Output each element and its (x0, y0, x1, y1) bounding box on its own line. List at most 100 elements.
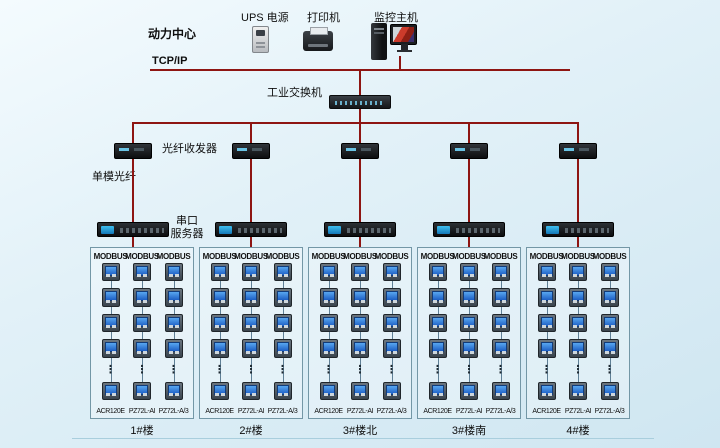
meter-icon (319, 339, 338, 358)
modbus-label: MODBUS (265, 252, 300, 261)
server-panel-line (250, 237, 252, 247)
building-label: 3#楼南 (451, 425, 487, 437)
modbus-column: MODBUS ⋮ PZ72L-A/3 (265, 251, 300, 416)
fiber-link-line (250, 159, 252, 222)
switch-downlink-line (359, 109, 361, 123)
meter-icon (164, 263, 183, 282)
modbus-label: MODBUS (343, 252, 377, 261)
meter-icon (537, 263, 556, 282)
meter-icon (273, 313, 292, 333)
server-panel-line (132, 237, 134, 247)
bus-drop-line (359, 122, 361, 143)
fiber-link-line (468, 159, 470, 222)
meter-icon (460, 263, 478, 282)
building-group: MODBUS ⋮ ACR120E MODBUS ⋮ PZ72L-AI (90, 122, 194, 438)
meter-panel: MODBUS ⋮ ACR120E MODBUS ⋮ PZ72L-AI (417, 247, 521, 419)
meter-icon (319, 381, 338, 400)
meter-icon (133, 288, 151, 307)
modbus-label: MODBUS (592, 252, 627, 261)
meter-icon (164, 313, 183, 333)
server-panel-line (577, 237, 579, 247)
serial-server-label: 串口 服务器 (167, 215, 207, 241)
ups-label: UPS 电源 (241, 12, 289, 24)
more-meters-ellipsis: ⋮ (323, 363, 334, 376)
meter-icon (351, 339, 369, 358)
modbus-label: MODBUS (125, 252, 159, 261)
site-title: 动力中心 (148, 27, 197, 41)
meter-icon (133, 381, 151, 400)
meter-icon (164, 288, 183, 307)
modbus-column: MODBUS ⋮ PZ72L-AI (452, 251, 486, 416)
meter-icon (101, 263, 120, 282)
switch-uplink-line (359, 71, 361, 96)
meter-icon (242, 381, 260, 400)
meter-icon (460, 339, 478, 358)
meter-icon (242, 288, 260, 307)
building-label: 2#楼 (239, 425, 263, 437)
footer-divider (72, 438, 654, 439)
meter-icon (491, 339, 510, 358)
meter-icon (382, 288, 401, 307)
fiber-link-line (359, 159, 361, 222)
more-meters-ellipsis: ⋮ (277, 363, 288, 376)
serial-server-icon (324, 222, 396, 237)
meter-model-label: PZ72L-AI (455, 407, 483, 415)
printer-icon (303, 27, 333, 51)
meter-icon (600, 313, 619, 333)
meter-icon (273, 263, 292, 282)
meter-model-label: PZ72L-AI (237, 407, 265, 415)
fiber-transceiver-icon (559, 143, 597, 159)
serial-server-icon (215, 222, 287, 237)
meter-model-label: ACR120E (314, 407, 343, 415)
meter-icon (460, 288, 478, 307)
meter-icon (460, 381, 478, 400)
meter-icon (428, 288, 447, 307)
meter-icon (351, 313, 369, 333)
meter-model-label: PZ72L-A/3 (376, 407, 407, 415)
meter-icon (382, 313, 401, 333)
meter-model-label: PZ72L-AI (128, 407, 156, 415)
meter-model-label: PZ72L-AI (346, 407, 374, 415)
more-meters-ellipsis: ⋮ (168, 363, 179, 376)
meter-icon (537, 381, 556, 400)
meter-icon (133, 339, 151, 358)
building-group: MODBUS ⋮ ACR120E MODBUS ⋮ PZ72L-AI (526, 122, 630, 438)
meter-panel: MODBUS ⋮ ACR120E MODBUS ⋮ PZ72L-AI (90, 247, 194, 419)
meter-icon (600, 288, 619, 307)
fiber-transceiver-icon (450, 143, 488, 159)
tcpip-line (150, 69, 570, 71)
meter-icon (101, 381, 120, 400)
bus-drop-line (577, 122, 579, 143)
meter-model-label: ACR120E (96, 407, 125, 415)
more-meters-ellipsis: ⋮ (105, 363, 116, 376)
meter-panel: MODBUS ⋮ ACR120E MODBUS ⋮ PZ72L-AI (199, 247, 303, 419)
building-group: MODBUS ⋮ ACR120E MODBUS ⋮ PZ72L-AI (199, 122, 303, 438)
meter-icon (351, 381, 369, 400)
meter-icon (382, 339, 401, 358)
meter-panel: MODBUS ⋮ ACR120E MODBUS ⋮ PZ72L-AI (526, 247, 630, 419)
fiber-transceiver-icon (232, 143, 270, 159)
meter-icon (242, 263, 260, 282)
serial-server-icon (97, 222, 169, 237)
host-connector-line (399, 56, 401, 70)
meter-icon (210, 381, 229, 400)
more-meters-ellipsis: ⋮ (136, 363, 148, 376)
meter-panel: MODBUS ⋮ ACR120E MODBUS ⋮ PZ72L-AI (308, 247, 412, 419)
monitor-host-label: 监控主机 (374, 12, 418, 24)
meter-icon (164, 381, 183, 400)
more-meters-ellipsis: ⋮ (386, 363, 397, 376)
meter-icon (210, 288, 229, 307)
meter-icon (491, 381, 510, 400)
building-label: 3#楼北 (342, 425, 378, 437)
modbus-label: MODBUS (374, 252, 409, 261)
meter-model-label: PZ72L-A/3 (158, 407, 189, 415)
meter-icon (319, 313, 338, 333)
tcpip-label: TCP/IP (152, 55, 188, 67)
monitor-screen (393, 27, 414, 42)
meter-model-label: ACR120E (532, 407, 561, 415)
meter-icon (351, 288, 369, 307)
modbus-column: MODBUS ⋮ PZ72L-A/3 (592, 251, 627, 416)
meter-icon (319, 263, 338, 282)
serial-server-icon (542, 222, 614, 237)
modbus-column: MODBUS ⋮ PZ72L-AI (125, 251, 159, 416)
